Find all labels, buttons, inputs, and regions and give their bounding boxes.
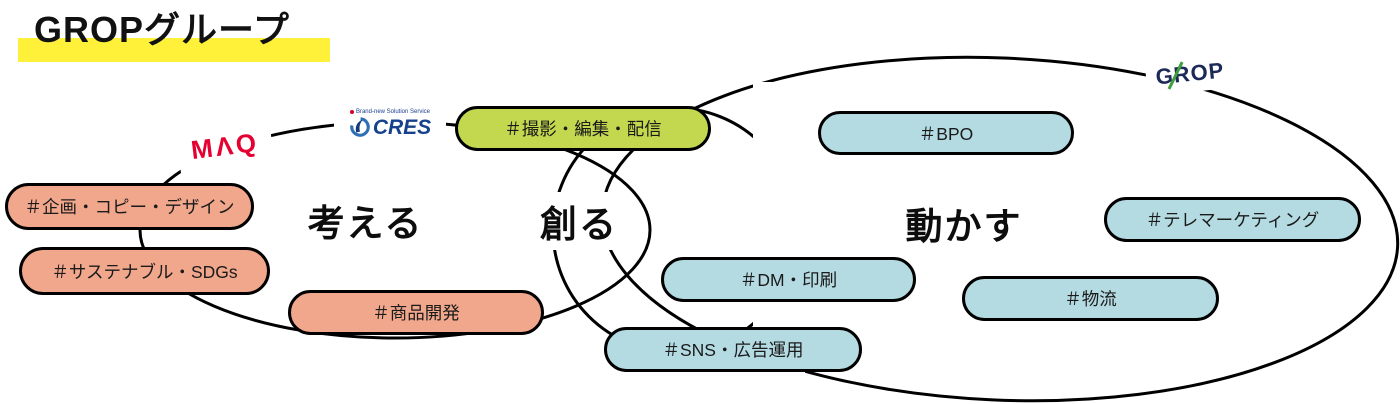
pill-sns-kokoku-unyo: ＃SNS・広告運用 [604, 327, 862, 372]
title-block: GROPグループ [18, 8, 330, 62]
maq-logo-text: MΛQ [189, 126, 261, 165]
cres-swoosh-icon [350, 117, 370, 137]
pill-butsuryu: ＃物流 [962, 276, 1219, 321]
cres-logo-text: CRES [372, 115, 432, 139]
create-label: 創る [535, 192, 623, 250]
think-label: 考える [293, 150, 438, 290]
pill-sustainable-sdgs: ＃サステナブル・SDGs [19, 247, 270, 295]
page-title: GROPグループ [34, 9, 290, 50]
operate-label: 動かす [905, 205, 1023, 247]
cres-logo: Brand-new Solution Service CRES [334, 101, 446, 146]
grop-logo-text: GROP [1154, 57, 1226, 90]
pill-shohin-kaihatsu: ＃商品開発 [288, 290, 544, 335]
pill-dm-insatsu: ＃DM・印刷 [661, 257, 916, 302]
pill-bpo: ＃BPO [818, 111, 1074, 155]
pill-telemarketing: ＃テレマーケティング [1104, 197, 1361, 242]
title-highlight [18, 38, 330, 62]
red-dot-icon [349, 110, 354, 114]
cres-tagline: Brand-new Solution Service [355, 109, 431, 115]
pill-kikaku-copy-design: ＃企画・コピー・デザイン [5, 183, 254, 230]
pill-satsuei-henshu-haishin: ＃撮影・編集・配信 [455, 106, 711, 151]
